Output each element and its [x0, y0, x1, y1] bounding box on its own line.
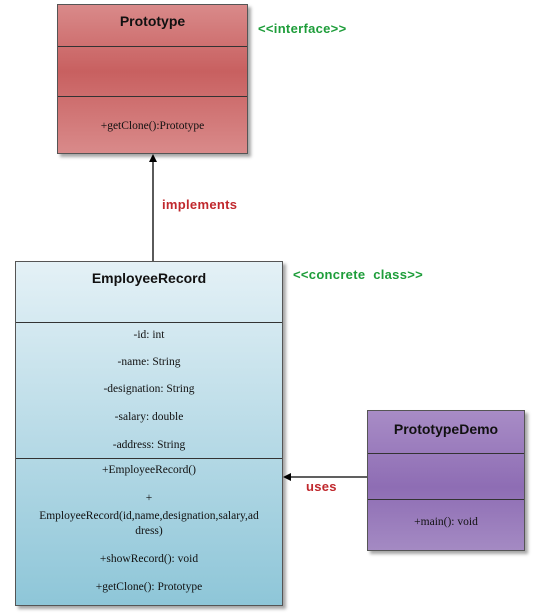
prototype-class-box: Prototype +getClone():Prototype — [57, 4, 248, 154]
uses-arrow-head — [283, 473, 291, 481]
attribute-salary: -salary: double — [114, 411, 184, 423]
prototype-stereotype: <<interface>> — [258, 21, 347, 36]
attribute-designation: -designation: String — [103, 383, 195, 395]
prototype-demo-divider-2 — [368, 499, 524, 500]
employee-record-class-name: EmployeeRecord — [91, 270, 207, 286]
prototype-method: +getClone():Prototype — [100, 120, 205, 132]
uses-label: uses — [306, 479, 337, 494]
attribute-address: -address: String — [112, 439, 186, 451]
method-constructor-params-cont: dress) — [135, 525, 163, 537]
employee-record-stereotype: <<concrete class>> — [293, 267, 424, 282]
prototype-demo-divider-1 — [368, 453, 524, 454]
prototype-demo-method: +main(): void — [414, 516, 478, 528]
prototype-divider-1 — [58, 46, 247, 47]
implements-arrow-head — [149, 154, 157, 162]
employee-record-class-box: EmployeeRecord -id: int -name: String -d… — [15, 261, 283, 606]
prototype-demo-class-name: PrototypeDemo — [393, 421, 499, 437]
attribute-id: -id: int — [133, 329, 165, 341]
method-get-clone: +getClone(): Prototype — [95, 581, 203, 593]
implements-label: implements — [162, 197, 238, 212]
prototype-divider-2 — [58, 96, 247, 97]
attribute-name: -name: String — [117, 356, 181, 368]
method-constructor-params: EmployeeRecord(id,name,designation,salar… — [39, 510, 259, 522]
method-constructor: +EmployeeRecord() — [102, 464, 196, 476]
employee-record-divider-1 — [16, 322, 282, 323]
method-constructor-params-prefix: + — [145, 492, 153, 504]
prototype-demo-class-box: PrototypeDemo +main(): void — [367, 410, 525, 551]
method-show-record: +showRecord(): void — [99, 553, 199, 565]
prototype-class-name: Prototype — [119, 13, 186, 29]
employee-record-divider-2 — [16, 458, 282, 459]
